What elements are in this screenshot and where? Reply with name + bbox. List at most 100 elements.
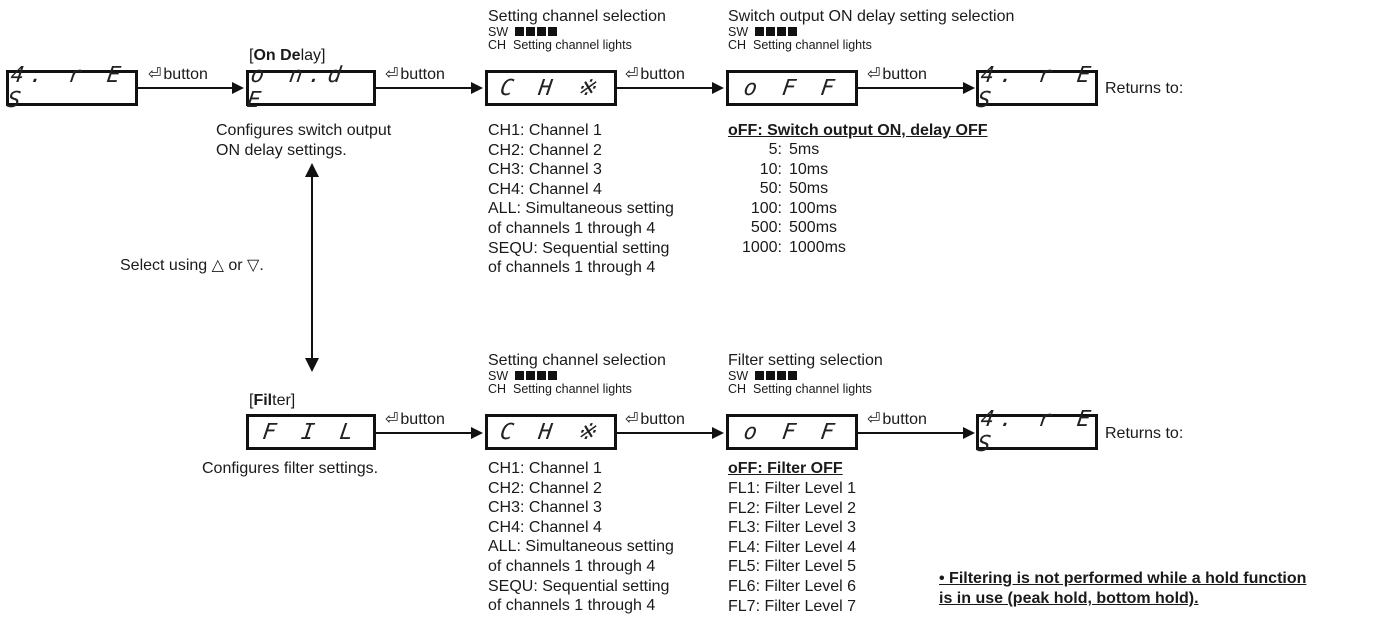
display-return-2: 4. r E S — [975, 407, 1098, 457]
list-item: FL1: Filter Level 1 — [728, 480, 857, 497]
list-item: ALL: Simultaneous setting — [488, 200, 674, 218]
list-item: 50ms — [789, 180, 829, 198]
arrow-line — [617, 87, 713, 89]
list-item: of channels 1 through 4 — [488, 597, 656, 615]
button-label: ⏎button — [625, 64, 685, 83]
list-item: FL6: Filter Level 6 — [728, 577, 857, 595]
arrow-head-down — [305, 358, 319, 372]
delay-header-ch: CH Setting channel lights — [728, 38, 872, 52]
list-item: FL4: Filter Level 4 — [728, 538, 857, 556]
display-on-delay: o n.d E — [245, 63, 376, 113]
channel-header-ch-2: CH Setting channel lights — [488, 382, 632, 396]
sw-indicator-lights — [515, 26, 559, 39]
list-item: 5: — [768, 141, 782, 158]
list-item: CH2: Channel 2 — [488, 479, 602, 497]
enter-icon: ⏎ — [385, 64, 399, 83]
filter-header-title: Filter setting selection — [728, 352, 883, 369]
enter-icon: ⏎ — [385, 409, 399, 428]
filter-title: [Filter] — [249, 392, 296, 409]
arrow-head-up — [305, 163, 319, 177]
delay-header-sw: SW — [728, 26, 799, 39]
channel-header-title-2: Setting channel selection — [488, 352, 666, 369]
button-label: ⏎button — [148, 64, 208, 83]
returns-to-label-2: Returns to: — [1105, 425, 1184, 442]
delay-header-title: Switch output ON delay setting selection — [728, 8, 1015, 25]
arrow-line — [138, 87, 233, 89]
list-item: 100: — [750, 199, 782, 217]
list-item: FL2: Filter Level 2 — [728, 499, 857, 517]
list-item: of channels 1 through 4 — [488, 557, 656, 575]
arrow-line — [376, 87, 472, 89]
list-item: of channels 1 through 4 — [488, 259, 656, 277]
select-instruction: Select using △ or ▽. — [120, 257, 264, 274]
filter-note-line-1: • Filtering is not performed while a hol… — [939, 570, 1307, 587]
list-item: SEQU: Sequential setting — [488, 239, 670, 257]
delay-keys: 5: 10: 50: 100: 500: 1000: — [728, 140, 782, 258]
button-label: ⏎button — [867, 64, 927, 83]
filter-options: FL1: Filter Level 1 FL2: Filter Level 2 … — [728, 479, 856, 616]
channel-list: CH1: Channel 1 CH2: Channel 2 CH3: Chann… — [488, 121, 674, 278]
arrow-head — [963, 82, 975, 94]
channel-header-title: Setting channel selection — [488, 8, 666, 25]
display-setting-channel: C H ※ — [485, 70, 617, 106]
list-item: 500: — [750, 219, 782, 237]
enter-icon: ⏎ — [625, 409, 639, 428]
list-item: CH3: Channel 3 — [488, 161, 602, 179]
button-label: ⏎button — [867, 409, 927, 428]
display-filter-off: o F F — [726, 414, 858, 450]
arrow-line — [858, 432, 964, 434]
list-item: 50: — [759, 180, 782, 198]
display-delay-off: o F F — [726, 70, 858, 106]
list-item: 10ms — [789, 160, 829, 178]
list-item: FL3: Filter Level 3 — [728, 519, 857, 537]
list-item: 100ms — [789, 199, 838, 217]
list-item: 1000ms — [789, 238, 846, 256]
filter-note-line-2: is in use (peak hold, bottom hold). — [939, 590, 1199, 607]
vertical-connector — [311, 176, 313, 364]
arrow-line — [617, 432, 713, 434]
delay-values: 5ms 10ms 50ms 100ms 500ms 1000ms — [789, 140, 846, 258]
filter-desc: Configures filter settings. — [202, 460, 379, 477]
returns-to-label: Returns to: — [1105, 80, 1184, 97]
arrow-head — [712, 82, 724, 94]
delay-list-title: oFF: Switch output ON, delay OFF — [728, 122, 988, 139]
button-label: ⏎button — [625, 409, 685, 428]
arrow-head — [471, 82, 483, 94]
enter-icon: ⏎ — [148, 64, 162, 83]
list-item: CH3: Channel 3 — [488, 499, 602, 517]
sw-indicator-lights — [755, 370, 799, 383]
filter-list-title: oFF: Filter OFF — [728, 460, 843, 477]
arrow-head — [963, 427, 975, 439]
button-label: ⏎button — [385, 409, 445, 428]
enter-icon: ⏎ — [625, 64, 639, 83]
list-item: CH2: Channel 2 — [488, 141, 602, 159]
list-item: 10: — [759, 160, 782, 178]
enter-icon: ⏎ — [867, 64, 881, 83]
filter-header-ch: CH Setting channel lights — [728, 382, 872, 396]
channel-header-ch: CH Setting channel lights — [488, 38, 632, 52]
arrow-head — [471, 427, 483, 439]
enter-icon: ⏎ — [867, 409, 881, 428]
arrow-head — [232, 82, 244, 94]
arrow-line — [376, 432, 472, 434]
list-item: CH1: Channel 1 — [488, 122, 602, 139]
display-return: 4. r E S — [975, 63, 1098, 113]
sw-indicator-lights — [515, 370, 559, 383]
on-delay-title: [On Delay] — [249, 47, 326, 64]
list-item: ALL: Simultaneous setting — [488, 538, 674, 556]
channel-list-2: CH1: Channel 1 CH2: Channel 2 CH3: Chann… — [488, 459, 674, 616]
on-delay-desc-1: Configures switch output — [216, 122, 392, 139]
channel-header-sw: SW — [488, 26, 559, 39]
list-item: CH4: Channel 4 — [488, 180, 602, 198]
filter-header-sw: SW — [728, 370, 799, 383]
list-item: CH4: Channel 4 — [488, 518, 602, 536]
list-item: 1000: — [741, 238, 782, 256]
arrow-line — [858, 87, 964, 89]
channel-header-sw-2: SW — [488, 370, 559, 383]
list-item: 500ms — [789, 219, 838, 237]
display-setting-channel-2: C H ※ — [485, 414, 617, 450]
list-item: SEQU: Sequential setting — [488, 577, 670, 595]
button-label: ⏎button — [385, 64, 445, 83]
list-item: FL7: Filter Level 7 — [728, 597, 857, 615]
list-item: 5ms — [789, 141, 820, 158]
